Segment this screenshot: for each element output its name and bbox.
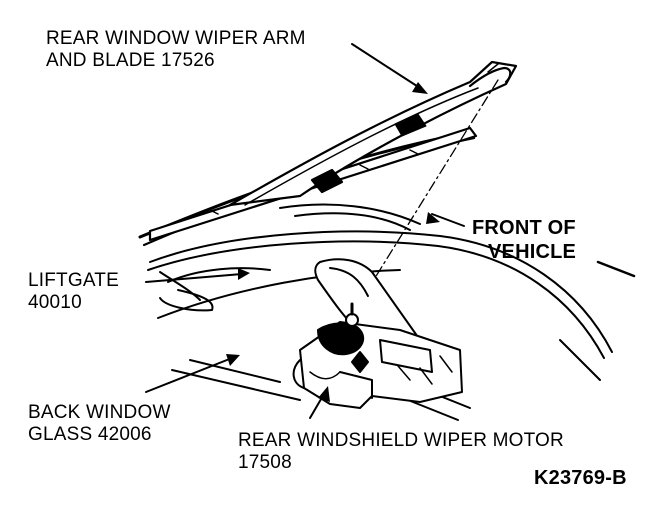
figure-code: K23769-B — [534, 467, 627, 489]
label-wiper-arm-line1: REAR WINDOW WIPER ARM — [46, 28, 306, 49]
wiper-arm-blade — [138, 60, 518, 247]
label-wiper-arm-line2: AND BLADE 17526 — [46, 50, 215, 71]
arrowhead-back-glass — [226, 354, 240, 366]
label-liftgate-line1: LIFTGATE — [28, 270, 119, 291]
back-window-glass-outline — [159, 267, 271, 312]
label-wiper-arm: REAR WINDOW WIPER ARM AND BLADE 17526 — [46, 28, 306, 72]
label-back-window-glass: BACK WINDOW GLASS 42006 — [28, 402, 171, 446]
label-wiper-motor: REAR WINDSHIELD WIPER MOTOR 17508 — [238, 430, 564, 474]
label-front-line2: VEHICLE — [488, 241, 577, 263]
label-back-glass-line1: BACK WINDOW — [28, 402, 171, 423]
label-liftgate: LIFTGATE 40010 — [28, 270, 119, 314]
label-motor-line1: REAR WINDSHIELD WIPER MOTOR — [238, 430, 564, 451]
label-front-of-vehicle: FRONT OF VEHICLE — [472, 216, 576, 264]
arrowhead-liftgate — [238, 268, 250, 280]
label-back-glass-line2: GLASS 42006 — [28, 424, 152, 445]
label-liftgate-line2: 40010 — [28, 292, 82, 313]
arrowhead-front — [426, 212, 440, 224]
arrowhead-wiper-arm — [412, 82, 428, 94]
label-front-line1: FRONT OF — [472, 217, 576, 239]
leader-arrows — [145, 43, 465, 419]
arrowhead-motor — [318, 386, 330, 402]
label-motor-line2: 17508 — [238, 452, 292, 473]
wiper-motor — [292, 302, 463, 409]
